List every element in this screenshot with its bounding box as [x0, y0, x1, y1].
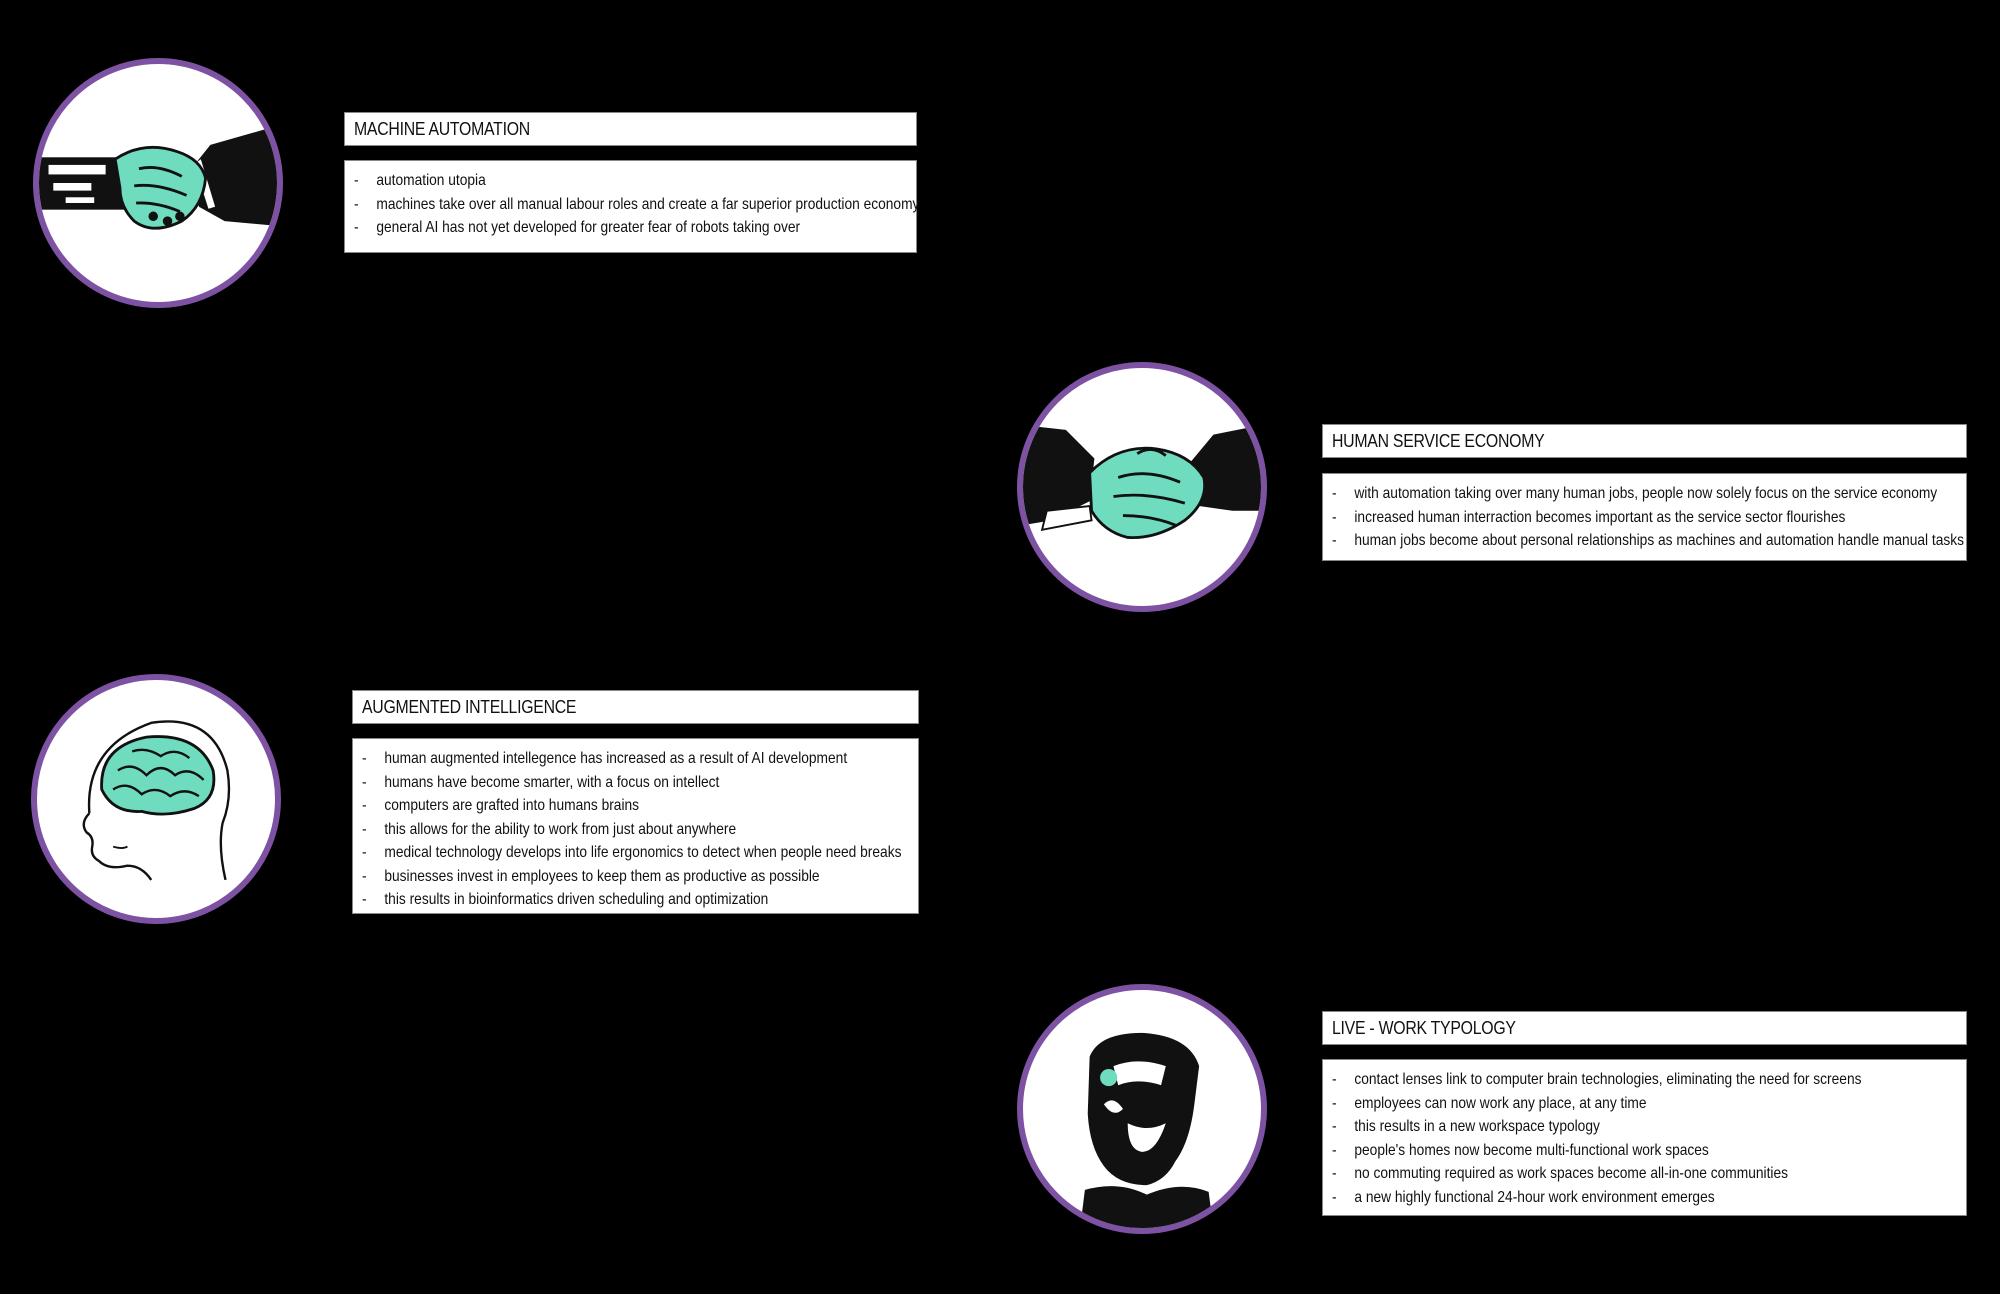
live-work-typology-illustration [1017, 984, 1267, 1234]
list-item: -automation utopia [354, 172, 486, 189]
section-title: MACHINE AUTOMATION [354, 118, 530, 139]
cyborg-face-icon [1080, 1032, 1214, 1228]
list-item: -human jobs become about personal relati… [1332, 532, 1965, 549]
list-item: -general AI has not yet developed for gr… [354, 219, 801, 236]
list-item: -businesses invest in employees to keep … [362, 867, 820, 885]
section-title-box: HUMAN SERVICE ECONOMY [1322, 424, 1967, 458]
augmented-intelligence-illustration [31, 674, 281, 924]
list-item: -no commuting required as work spaces be… [1332, 1165, 1789, 1182]
machine-automation-illustration [33, 58, 283, 308]
section-title: HUMAN SERVICE ECONOMY [1332, 430, 1545, 451]
human-handshake-icon [1023, 425, 1261, 540]
section-title-box: MACHINE AUTOMATION [344, 112, 917, 146]
bullet-list: -with automation taking over many human … [1332, 482, 1965, 553]
bullet-list: -contact lenses link to computer brain t… [1332, 1068, 1957, 1209]
section-bullets-box: -with automation taking over many human … [1322, 473, 1967, 561]
list-item: -this results in bioinformatics driven s… [362, 891, 769, 908]
section-bullets-box: -contact lenses link to computer brain t… [1322, 1059, 1967, 1216]
section-title-box: LIVE - WORK TYPOLOGY [1322, 1011, 1967, 1045]
list-item: -contact lenses link to computer brain t… [1332, 1071, 1862, 1088]
list-item: -human augmented intellegence has increa… [362, 750, 848, 767]
section-title-box: AUGMENTED INTELLIGENCE [352, 690, 919, 724]
robot-human-handshake-icon [39, 125, 277, 230]
bullet-list: -human augmented intellegence has increa… [362, 747, 909, 912]
list-item: -humans have become smarter, with a focu… [362, 773, 720, 791]
section-title: LIVE - WORK TYPOLOGY [1332, 1017, 1516, 1038]
list-item: -computers are grafted into humans brain… [362, 797, 640, 814]
brain-head-icon [82, 720, 231, 881]
list-item: -employees can now work any place, at an… [1332, 1094, 1647, 1112]
list-item: -this results in a new workspace typolog… [1332, 1118, 1600, 1135]
human-service-economy-illustration [1017, 362, 1267, 612]
bullet-list: -automation utopia -machines take over a… [354, 169, 920, 240]
list-item: -with automation taking over many human … [1332, 485, 1938, 502]
section-title: AUGMENTED INTELLIGENCE [362, 696, 577, 717]
list-item: -a new highly functional 24-hour work en… [1332, 1188, 1715, 1206]
list-item: -this allows for the ability to work fro… [362, 820, 737, 838]
section-bullets-box: -human augmented intellegence has increa… [352, 738, 919, 914]
list-item: -increased human interraction becomes im… [1332, 508, 1846, 526]
section-bullets-box: -automation utopia -machines take over a… [344, 160, 920, 253]
list-item: -people's homes now become multi-functio… [1332, 1141, 1709, 1159]
list-item: -medical technology develops into life e… [362, 844, 902, 861]
list-item: -machines take over all manual labour ro… [354, 195, 920, 213]
